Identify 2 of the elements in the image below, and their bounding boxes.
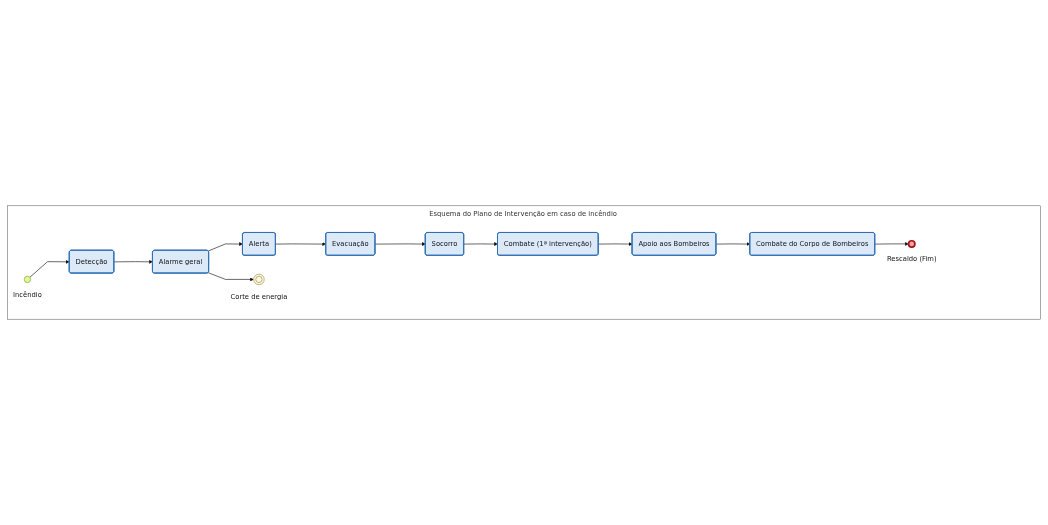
node-circle [907,239,916,248]
node-circle [23,275,32,283]
